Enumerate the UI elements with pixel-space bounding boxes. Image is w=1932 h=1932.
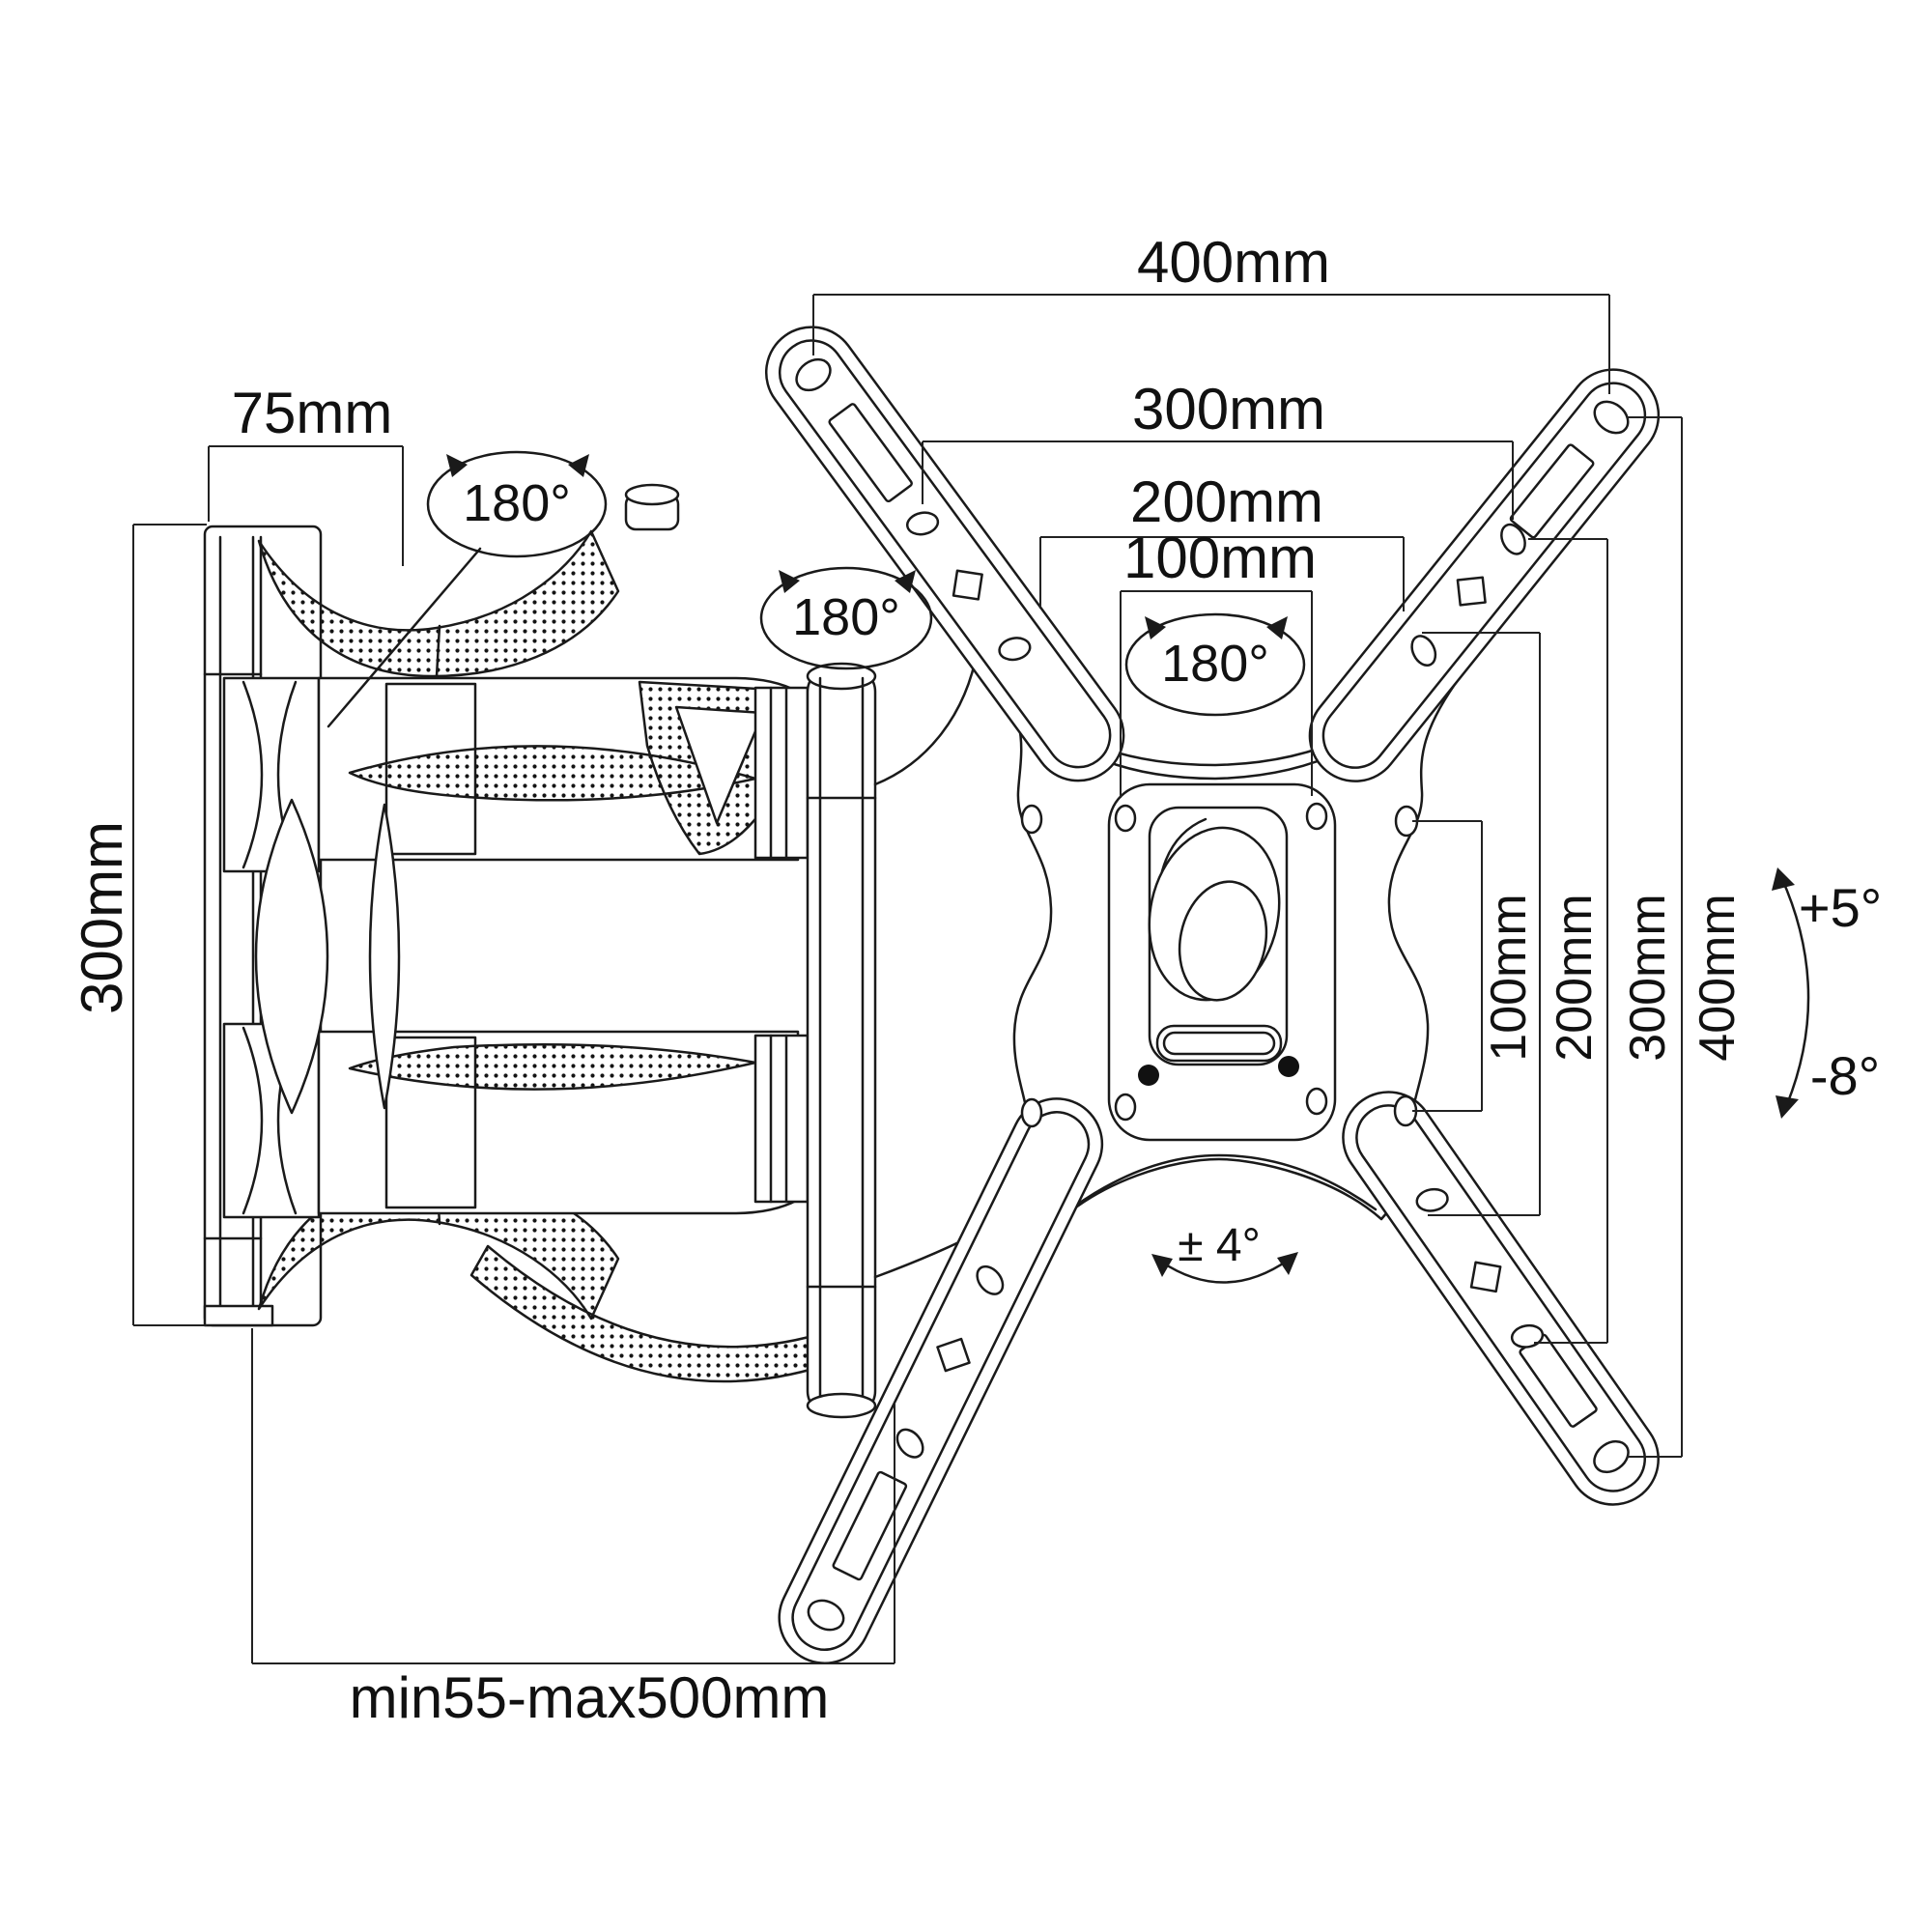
lower-arm <box>222 1022 825 1383</box>
cable-hole-inner <box>1178 880 1268 1002</box>
dim-label-100-top: 100mm <box>1122 526 1318 590</box>
dim-200-top <box>1039 536 1405 611</box>
vesa-arm-lower-right <box>1342 1091 1660 1506</box>
vesa-plate-front-view <box>764 326 1661 1664</box>
dim-label-200-right: 200mm <box>1547 894 1603 1062</box>
hinge-column <box>806 662 877 1419</box>
dim-label-300-right: 300mm <box>1620 894 1676 1062</box>
dim-400-top <box>812 294 1610 394</box>
dim-extension <box>251 1328 895 1664</box>
dim-label-400-right: 400mm <box>1690 894 1746 1062</box>
side-view-arm-assembly <box>203 483 877 1419</box>
vesa-arm-upper-left <box>764 326 1125 782</box>
vesa-arm-upper-right <box>1308 368 1661 782</box>
motion-annotations <box>327 450 1810 1284</box>
swivel-ellipse-arm <box>759 566 933 670</box>
tilt-label-up: +5° <box>1798 877 1883 938</box>
dim-label-75: 75mm <box>231 381 393 445</box>
dim-100-top <box>1120 590 1313 798</box>
dim-200-right <box>1422 632 1541 1216</box>
vesa-arm-lower-left <box>778 1097 1104 1664</box>
dim-label-300-left: 300mm <box>70 820 134 1015</box>
extension-range-label: min55-max500mm <box>349 1665 830 1730</box>
dim-label-300-top: 300mm <box>1131 377 1326 441</box>
dim-300-top <box>922 440 1514 520</box>
level-adjust-arc <box>1151 1252 1298 1284</box>
leader-line <box>327 547 482 728</box>
dim-75 <box>208 445 404 566</box>
dim-300-left <box>132 524 207 1326</box>
dim-label-200-top: 200mm <box>1129 469 1324 534</box>
swivel-ellipse-left <box>327 450 608 728</box>
central-vesa-plate <box>1107 782 1337 1142</box>
dim-label-400-top: 400mm <box>1136 230 1331 295</box>
swivel-label-arm: 180° <box>792 588 900 646</box>
grip-band-lower-large <box>469 1244 825 1383</box>
tilt-label-down: -8° <box>1809 1045 1881 1106</box>
dim-300-right <box>1528 538 1608 1344</box>
swivel-stud <box>624 483 680 531</box>
swivel-label-left: 180° <box>463 474 571 532</box>
grip-band-lower-thin <box>348 1042 757 1091</box>
swivel-label-plate: 180° <box>1161 635 1269 693</box>
level-adjust-label: ± 4° <box>1178 1220 1261 1271</box>
tilt-arc <box>1772 867 1810 1119</box>
swivel-ellipse-plate <box>1124 612 1306 717</box>
arm-hinge-connectors <box>753 686 810 1204</box>
elbow-lens-links <box>254 798 401 1115</box>
dimension-lines <box>132 294 1683 1664</box>
dim-400-right <box>1627 416 1683 1458</box>
mesh-bracket-top <box>257 529 620 678</box>
dim-100-right <box>1412 820 1483 1112</box>
dim-label-100-right: 100mm <box>1481 894 1537 1062</box>
